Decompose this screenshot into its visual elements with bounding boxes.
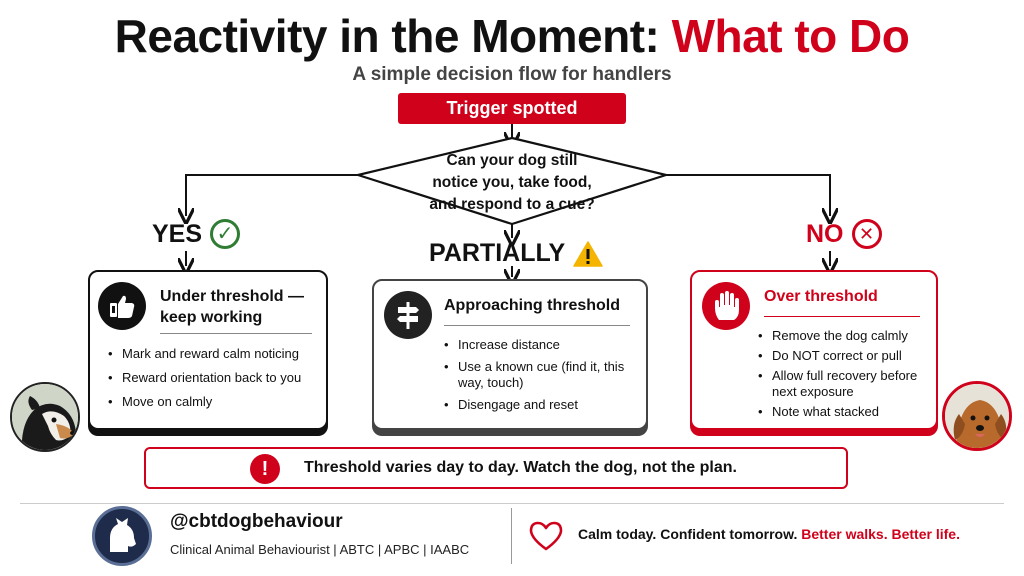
list-item: Mark and reward calm noticing [108,346,326,362]
card-title: Under threshold — keep working [160,288,305,326]
warning-text: Threshold varies day to day. Watch the d… [304,459,737,476]
heart-icon [529,521,563,551]
list-item: Note what stacked [758,404,934,420]
list-item: Move on calmly [108,394,326,410]
branch-partially: PARTIALLY [429,239,603,268]
warning-triangle-icon [573,240,603,267]
list-item: Reward orientation back to you [108,370,326,386]
page-subtitle: A simple decision flow for handlers [352,64,672,85]
page-title: Reactivity in the Moment: What to Do [0,8,1024,64]
check-icon: ✓ [210,219,241,249]
tagline-accent: Better walks. Better life. [801,526,960,542]
branch-yes: YES ✓ [152,219,241,249]
card-list: Increase distance Use a known cue (find … [444,337,644,419]
branch-partially-label: PARTIALLY [429,239,566,267]
footer-vertical-divider [511,508,512,564]
decision-question: Can your dog still notice you, take food… [380,150,644,216]
divider [160,333,312,334]
arrow-to-yes [186,174,358,216]
dog-photo-right [942,381,1012,451]
card-approaching-threshold: Approaching threshold Increase distance … [372,279,648,430]
card-title: Approaching threshold [444,297,620,314]
threshold-warning-banner: ! Threshold varies day to day. Watch the… [144,447,848,489]
tagline: Calm today. Confident tomorrow. Better w… [578,526,960,542]
arrow-to-no [666,174,830,216]
divider [764,316,920,317]
exclamation-icon: ! [250,454,280,484]
divider [444,325,630,326]
social-handle: @cbtdogbehaviour [170,511,343,532]
list-item: Do NOT correct or pull [758,348,934,364]
signpost-icon [384,291,432,339]
stop-hand-icon [702,282,750,330]
list-item: Disengage and reset [444,397,644,413]
thumbs-up-phone-icon [98,282,146,330]
title-main: Reactivity in the Moment: [114,10,660,62]
card-list: Mark and reward calm noticing Reward ori… [108,346,326,418]
card-over-threshold: Over threshold Remove the dog calmly Do … [690,270,938,430]
credentials: Clinical Animal Behaviourist | ABTC | AP… [170,542,470,557]
card-list: Remove the dog calmly Do NOT correct or … [758,328,934,424]
card-under-threshold: Under threshold — keep working Mark and … [88,270,328,430]
footer-divider [20,503,1004,504]
list-item: Remove the dog calmly [758,328,934,344]
dog-logo-icon [110,518,136,552]
question-line: and respond to a cue? [429,196,595,213]
dog-photo-left [10,382,80,452]
question-line: notice you, take food, [432,174,592,191]
list-item: Increase distance [444,337,644,353]
avatar [92,506,152,566]
list-item: Allow full recovery before next exposure [758,368,934,400]
branch-no: NO ✕ [806,219,882,249]
question-line: Can your dog still [446,152,578,169]
branch-yes-label: YES [152,219,203,248]
trigger-box: Trigger spotted [398,93,626,124]
list-item: Use a known cue (find it, this way, touc… [444,359,644,391]
branch-no-label: NO [806,219,844,248]
tagline-main: Calm today. Confident tomorrow. [578,526,798,542]
title-accent: What to Do [671,10,910,62]
card-title: Over threshold [764,288,878,305]
cross-icon: ✕ [851,219,882,249]
